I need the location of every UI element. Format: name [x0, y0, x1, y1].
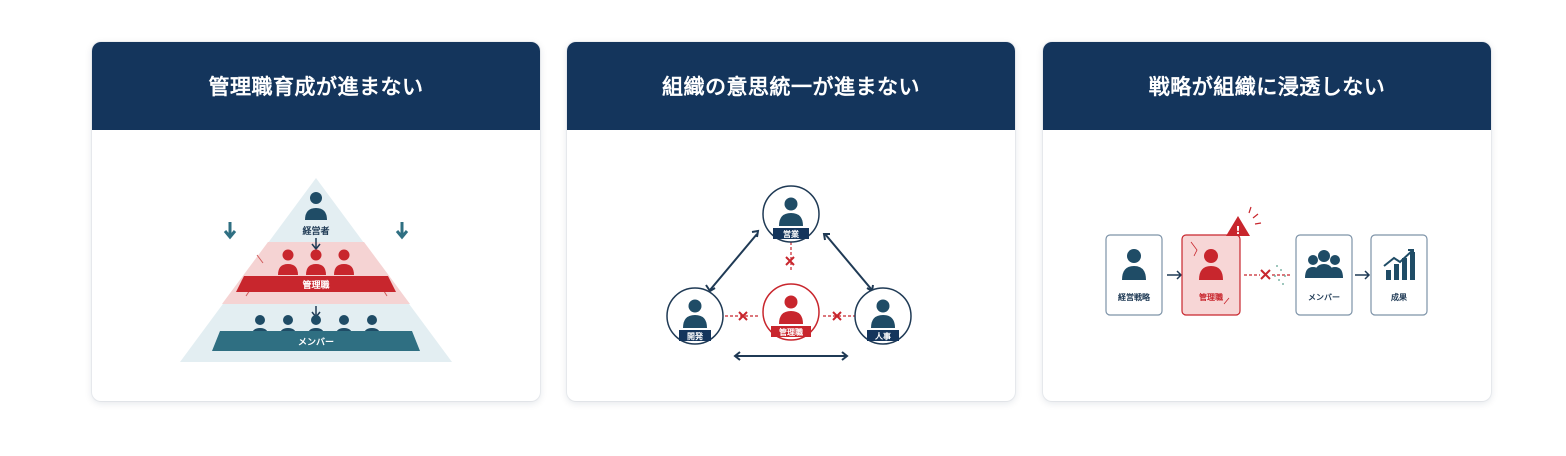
person-icon — [683, 299, 707, 328]
issue-card-strategy-penetration: 戦略が組織に浸透しない 経営戦略 — [1043, 42, 1491, 401]
flow-step-results: 成果 — [1370, 234, 1428, 316]
person-icon — [871, 299, 895, 328]
arrow-icon — [311, 238, 321, 251]
arrow-icon — [709, 233, 758, 291]
pyramid-middle-label: 管理職 — [302, 279, 329, 291]
alignment-illustration: 営業 管理職 開発 — [567, 130, 1015, 401]
flow-step-strategy: 経営戦略 — [1105, 234, 1163, 316]
node-label: 営業 — [783, 229, 800, 239]
manager-banner — [236, 276, 396, 292]
cross-icon — [738, 256, 842, 321]
flow-step-manager: 管理職 — [1181, 234, 1241, 316]
person-icon — [278, 249, 354, 275]
person-icon — [1199, 249, 1223, 280]
arrow-icon — [1167, 270, 1183, 280]
pyramid-bottom-label: メンバー — [298, 337, 334, 348]
issue-card-manager-development: 管理職育成が進まない 経営者 — [92, 42, 540, 401]
member-banner — [212, 331, 420, 351]
flow-step-label: 経営戦略 — [1118, 292, 1151, 302]
node-development: 開発 — [666, 287, 724, 345]
node-label: 人事 — [875, 331, 891, 341]
warning-icon: ! — [1226, 206, 1262, 237]
arrow-icon — [824, 233, 873, 291]
flow-step-label: メンバー — [1308, 293, 1340, 302]
person-icon — [779, 295, 803, 324]
node-manager: 管理職 — [762, 283, 820, 341]
node-label: 開発 — [687, 331, 704, 341]
strategy-flow-illustration: 経営戦略 管理職 ! — [1043, 130, 1491, 401]
flow-step-label: 管理職 — [1199, 292, 1223, 302]
svg-text:!: ! — [1235, 224, 1240, 237]
arrow-icon — [1355, 270, 1371, 280]
pyramid-illustration: 経営者 管理職 — [92, 130, 540, 401]
flow-step-label: 成果 — [1391, 292, 1407, 302]
node-hr: 人事 — [854, 287, 912, 345]
person-icon — [1122, 249, 1146, 280]
card-title: 戦略が組織に浸透しない — [1043, 42, 1491, 130]
issue-card-alignment: 組織の意思統一が進まない — [567, 42, 1015, 401]
pyramid-top-label: 経営者 — [302, 225, 329, 237]
arrow-icon — [395, 222, 409, 240]
card-title: 組織の意思統一が進まない — [567, 42, 1015, 130]
person-icon — [779, 197, 803, 226]
flow-step-members: メンバー — [1295, 234, 1353, 316]
group-icon — [1305, 250, 1343, 278]
growth-chart-icon — [1383, 249, 1415, 280]
arrow-icon — [223, 222, 237, 240]
node-label: 管理職 — [779, 327, 803, 337]
cross-icon — [1260, 269, 1271, 280]
person-icon — [305, 192, 327, 220]
node-sales: 営業 — [762, 185, 820, 243]
scatter-dots — [1274, 265, 1286, 285]
card-title: 管理職育成が進まない — [92, 42, 540, 130]
